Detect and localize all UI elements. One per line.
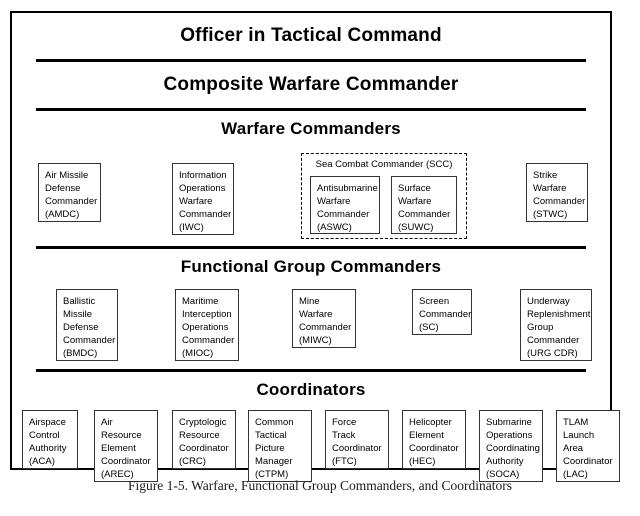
node-hec: Helicopter Element Coordinator (HEC) — [402, 409, 466, 469]
row-warfare-commanders: Air Missile Defense Commander (AMDC) Info… — [12, 144, 610, 246]
figure-frame: Officer in Tactical Command Composite Wa… — [10, 11, 620, 482]
section-header-coordinators: Coordinators — [256, 380, 366, 400]
divider-rule — [36, 107, 586, 111]
node-crc: Cryptologic Resource Coordinator (CRC) — [172, 409, 236, 469]
divider-rule — [36, 58, 586, 62]
node-soca: Submarine Operations Coordinating Author… — [479, 409, 543, 482]
node-stwc: Strike Warfare Commander (STWC) — [526, 163, 588, 223]
node-bmdc: Ballistic Missile Defense Commander (BMD… — [56, 289, 118, 362]
section-header-warfare-commanders: Warfare Commanders — [221, 118, 401, 138]
node-lac: TLAM Launch Area Coordinator (LAC) — [556, 409, 620, 482]
header-officer-in-tactical-command: Officer in Tactical Command — [180, 25, 442, 46]
node-urg-cdr: Underway Replenishment Group Commander (… — [520, 289, 592, 362]
group-sea-combat-commander: Sea Combat Commander (SCC) Antisubmarine … — [301, 153, 467, 240]
node-sc: Screen Commander (SC) — [412, 289, 472, 336]
figure-caption: Figure 1-5. Warfare, Functional Group Co… — [127, 478, 513, 493]
node-mioc: Maritime Interception Operations Command… — [175, 289, 239, 362]
section-header-functional-group-commanders: Functional Group Commanders — [180, 257, 442, 277]
node-ctpm: Common Tactical Picture Manager (CTPM) — [248, 409, 312, 482]
header-composite-warfare-commander: Composite Warfare Commander — [163, 73, 459, 95]
node-iwc: Information Operations Warfare Commander… — [172, 163, 234, 236]
group-title-scc: Sea Combat Commander (SCC) — [315, 159, 453, 171]
node-suwc: Surface Warfare Commander (SUWC) — [391, 176, 457, 235]
row-coordinators: Airspace Control Authority (ACA) Air Reso… — [12, 406, 620, 490]
divider-rule — [36, 369, 586, 373]
node-aca: Airspace Control Authority (ACA) — [22, 409, 78, 469]
node-ftc: Force Track Coordinator (FTC) — [325, 409, 389, 469]
node-arec: Air Resource Element Coordinator (AREC) — [94, 409, 158, 482]
node-aswc: Antisubmarine Warfare Commander (ASWC) — [310, 176, 380, 235]
divider-rule — [36, 246, 586, 250]
node-miwc: Mine Warfare Commander (MIWC) — [292, 289, 356, 349]
row-functional-group-commanders: Ballistic Missile Defense Commander (BMD… — [12, 283, 610, 369]
node-amdc: Air Missile Defense Commander (AMDC) — [38, 163, 101, 223]
